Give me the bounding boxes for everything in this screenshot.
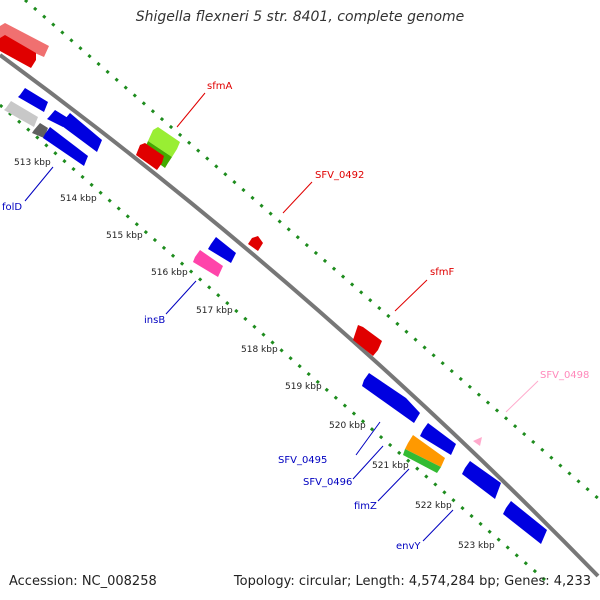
inner-dotted-track (0, 103, 546, 582)
scale-label: 516 kbp (151, 268, 188, 278)
gene-sfmA-red (136, 143, 164, 170)
gene-blue-2 (47, 110, 68, 127)
reverse-features (4, 88, 547, 544)
leader-SFV_0495 (355, 421, 381, 456)
scale-label: 515 kbp (106, 231, 143, 241)
gene-blue-folD (62, 113, 102, 152)
leader-sfmF (394, 279, 428, 312)
scale-label: 517 kbp (196, 306, 233, 316)
gene-insB (193, 250, 223, 277)
gene-blue-SFV_0495 (420, 423, 456, 455)
gene-label-envY: envY (396, 541, 421, 552)
gene-sfmF (353, 325, 382, 356)
gene-labels: sfmA SFV_0492 sfmF SFV_0498 folD insB SF… (2, 81, 589, 552)
gene-label-sfmF: sfmF (430, 267, 454, 278)
gene-label-SFV_0492: SFV_0492 (315, 170, 364, 181)
gene-blue-insB-top (208, 237, 236, 263)
leader-SFV_0498 (505, 380, 539, 413)
pseudo-gene-top (0, 23, 49, 57)
gene-label-insB: insB (144, 315, 165, 326)
map-title: Shigella flexneri 5 str. 8401, complete … (135, 9, 465, 25)
gene-label-folD: folD (2, 202, 22, 213)
gene-green-SFV_0496 (403, 449, 441, 473)
accession-text: Accession: NC_008258 (9, 574, 157, 589)
scale-label: 523 kbp (458, 541, 495, 551)
label-leaders (24, 92, 539, 542)
leader-fimZ (377, 468, 410, 502)
outer-dotted-track (24, 0, 600, 502)
forward-features (0, 23, 482, 446)
gene-label-fimZ: fimZ (354, 501, 377, 512)
scale-label: 520 kbp (329, 421, 366, 431)
scale-label: 521 kbp (372, 461, 409, 471)
topology-text: Topology: circular; Length: 4,574,284 bp… (233, 574, 591, 589)
gene-SFV_0498 (473, 437, 482, 446)
genome-backbone (0, 53, 600, 578)
gene-label-SFV_0496: SFV_0496 (303, 477, 352, 488)
gene-blue-envY (503, 501, 547, 544)
gene-orange (405, 435, 445, 467)
gene-label-sfmA: sfmA (207, 81, 232, 92)
gene-blue-3 (43, 127, 88, 166)
gene-dark-grey (32, 123, 48, 138)
leader-folD (24, 166, 54, 202)
gene-blue-fimZ (462, 461, 501, 499)
gene-top-left (0, 35, 36, 68)
scale-label: 514 kbp (60, 194, 97, 204)
scale-label: 522 kbp (415, 501, 452, 511)
scale-label: 518 kbp (241, 345, 278, 355)
scale-label: 519 kbp (285, 382, 322, 392)
scale-label: 513 kbp (14, 158, 51, 168)
leader-SFV_0492 (282, 181, 313, 214)
leader-insB (165, 280, 197, 315)
gene-blue-1 (18, 88, 48, 112)
gene-sfmA-top (148, 127, 180, 157)
gene-label-SFV_0498: SFV_0498 (540, 370, 589, 381)
gene-label-SFV_0495: SFV_0495 (278, 455, 327, 466)
leader-SFV_0496 (352, 445, 384, 480)
gene-SFV_0492 (248, 236, 263, 251)
leader-sfmA (176, 92, 206, 128)
gene-grey (4, 101, 38, 127)
scale-labels: 513 kbp 514 kbp 515 kbp 516 kbp 517 kbp … (14, 158, 495, 551)
leader-envY (422, 509, 454, 542)
gene-blue-4 (362, 373, 420, 423)
